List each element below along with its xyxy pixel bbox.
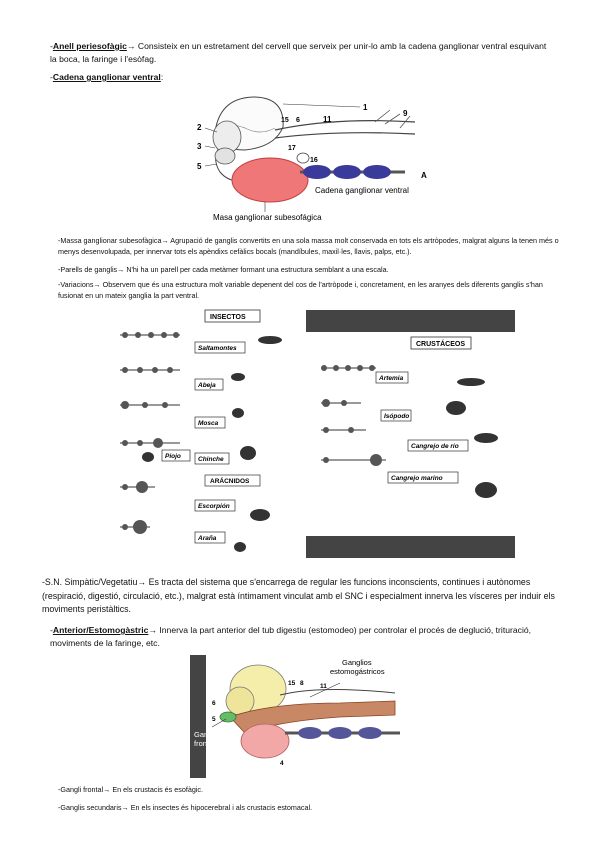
list1-item-2: -Variacions→ Observem que és una estruct… bbox=[58, 280, 543, 301]
insectos-title-box bbox=[204, 309, 261, 323]
fig2-label-6: 6 bbox=[212, 700, 216, 707]
dark-band-bottom bbox=[306, 536, 515, 558]
label-cangrejo-rio: Cangrejo de río bbox=[411, 443, 459, 450]
subesophageal-mass bbox=[231, 157, 309, 203]
insectos-figure: INSECTOS Saltamontes Abeja Mosca Piojo C… bbox=[120, 309, 282, 552]
list2-item-0: -Gangli frontal→ En els crustacis és eso… bbox=[58, 785, 204, 794]
fig1-label-9: 9 bbox=[403, 109, 408, 118]
anell-paragraph: -Anell periesofàgic→ Consisteix en un es… bbox=[50, 41, 547, 65]
fig1-label-3: 3 bbox=[197, 142, 202, 151]
arrow-icon: → bbox=[121, 803, 129, 812]
sn-paragraph: -S.N. Simpàtic/Vegetatiu→ Es tracta del … bbox=[42, 577, 555, 615]
ventral-ganglion bbox=[363, 165, 391, 179]
arrow-icon: → bbox=[93, 280, 101, 289]
stomatogastric-figure: Ganglios estomogástricos Ganglio frontal… bbox=[190, 655, 400, 778]
label-chinche: Chinche bbox=[198, 456, 224, 463]
fig1-label-17: 17 bbox=[288, 145, 296, 152]
list1-item-1: -Parells de ganglis→ N'hi ha un parell p… bbox=[58, 265, 389, 274]
fig1-label-6: 6 bbox=[296, 117, 300, 124]
crustaceos-title-box bbox=[410, 336, 472, 350]
arachnids-title: ARÁCNIDOS bbox=[210, 476, 250, 485]
label-artemia: Artemia bbox=[378, 375, 404, 382]
fig1-label-5: 5 bbox=[197, 162, 202, 171]
anell-term: Anell periesofàgic bbox=[52, 41, 127, 51]
fig2-label-11: 11 bbox=[320, 683, 327, 690]
label-ganglios: Ganglios bbox=[342, 658, 372, 667]
cadena-term: Cadena ganglionar ventral bbox=[52, 72, 161, 82]
arrow-icon: → bbox=[161, 236, 169, 245]
label-piojo: Piojo bbox=[165, 453, 181, 460]
label-isopodo: Isópodo bbox=[384, 413, 409, 420]
list2-item-1: -Ganglis secundaris→ En els insectes és … bbox=[58, 803, 313, 812]
cadena-heading: -Cadena ganglionar ventral: bbox=[50, 72, 164, 82]
label-mosca: Mosca bbox=[198, 420, 219, 427]
fig1-label-1: 1 bbox=[363, 103, 368, 112]
fig1-label-15: 15 bbox=[281, 117, 289, 124]
ventral-ganglion bbox=[303, 165, 331, 179]
fig2-label-15: 15 bbox=[288, 680, 296, 687]
crustaceos-figure: CRUSTÁCEOS Artemia Isópodo Cangrejo de r… bbox=[306, 310, 515, 558]
fig1-label-masa: Masa ganglionar subesofágica bbox=[213, 213, 322, 222]
list1-item-0: -Massa ganglionar subesofàgica→ Agrupaci… bbox=[58, 236, 559, 257]
fig1-label-a: A bbox=[421, 171, 427, 180]
insectos-title: INSECTOS bbox=[210, 314, 246, 321]
anterior-term: Anterior/Estomogàstric bbox=[52, 625, 149, 635]
anell-text: Consisteix en un estretament del cervell… bbox=[50, 41, 547, 65]
label-cangrejo-marino: Cangrejo marino bbox=[391, 475, 443, 482]
fig2-label-5: 5 bbox=[212, 716, 216, 723]
label-escorpion: Escorpión bbox=[198, 503, 230, 510]
crustaceos-title: CRUSTÁCEOS bbox=[416, 339, 465, 348]
dark-left-band bbox=[190, 655, 206, 778]
fig1-label-2: 2 bbox=[197, 123, 202, 132]
fig1-label-16: 16 bbox=[310, 157, 318, 164]
label-frontal: frontal bbox=[194, 739, 215, 748]
label-ganglio: Ganglio bbox=[194, 730, 220, 739]
frontal-ganglion bbox=[219, 711, 237, 723]
label-abeja: Abeja bbox=[197, 382, 216, 389]
arrow-icon: → bbox=[137, 577, 147, 587]
dark-band-top bbox=[306, 310, 515, 332]
fig2-label-8: 8 bbox=[300, 680, 304, 687]
arrow-icon: → bbox=[126, 41, 136, 51]
anterior-paragraph: -Anterior/Estomogàstric→ Innerva la part… bbox=[50, 625, 532, 649]
nervous-system-figure: 1 2 3 5 9 11 15 6 17 16 A Cadena ganglio… bbox=[197, 96, 427, 222]
arrow-icon: → bbox=[148, 625, 157, 635]
fig2-label-4: 4 bbox=[280, 760, 284, 767]
label-estomogastricos: estomogástricos bbox=[330, 667, 385, 676]
fig1-label-ventral: Cadena ganglionar ventral bbox=[315, 186, 409, 195]
arrow-icon: → bbox=[117, 265, 125, 274]
label-saltamontes: Saltamontes bbox=[198, 345, 237, 352]
ventral-ganglion bbox=[333, 165, 361, 179]
arrow-icon: → bbox=[103, 785, 111, 794]
subesophageal-mass bbox=[240, 723, 290, 759]
fig1-label-11: 11 bbox=[323, 115, 332, 124]
label-arana: Araña bbox=[197, 535, 217, 542]
